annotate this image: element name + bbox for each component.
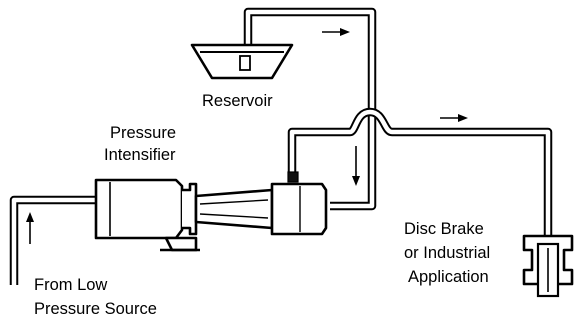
source-label-line2: Pressure Source [34,300,157,318]
outlet-pipe [287,107,553,246]
application-label-line3: Application [408,268,489,286]
flow-arrow-return [352,146,360,186]
reservoir-label: Reservoir [202,92,273,110]
reservoir-return-pipe [243,7,377,211]
inlet-pipe [9,195,96,285]
application-label-line2: or Industrial [404,244,490,262]
disc-brake [522,234,574,298]
flow-arrow-reservoir [322,28,350,36]
intensifier-label-line2: Intensifier [104,146,176,164]
reservoir-tank [190,43,294,80]
flow-arrow-inlet [26,212,34,244]
source-label-line1: From Low [34,276,107,294]
intensifier-label-line1: Pressure [110,124,176,142]
flow-arrow-outlet [440,114,468,122]
application-label-line1: Disc Brake [404,220,484,238]
pressure-intensifier [94,171,328,252]
